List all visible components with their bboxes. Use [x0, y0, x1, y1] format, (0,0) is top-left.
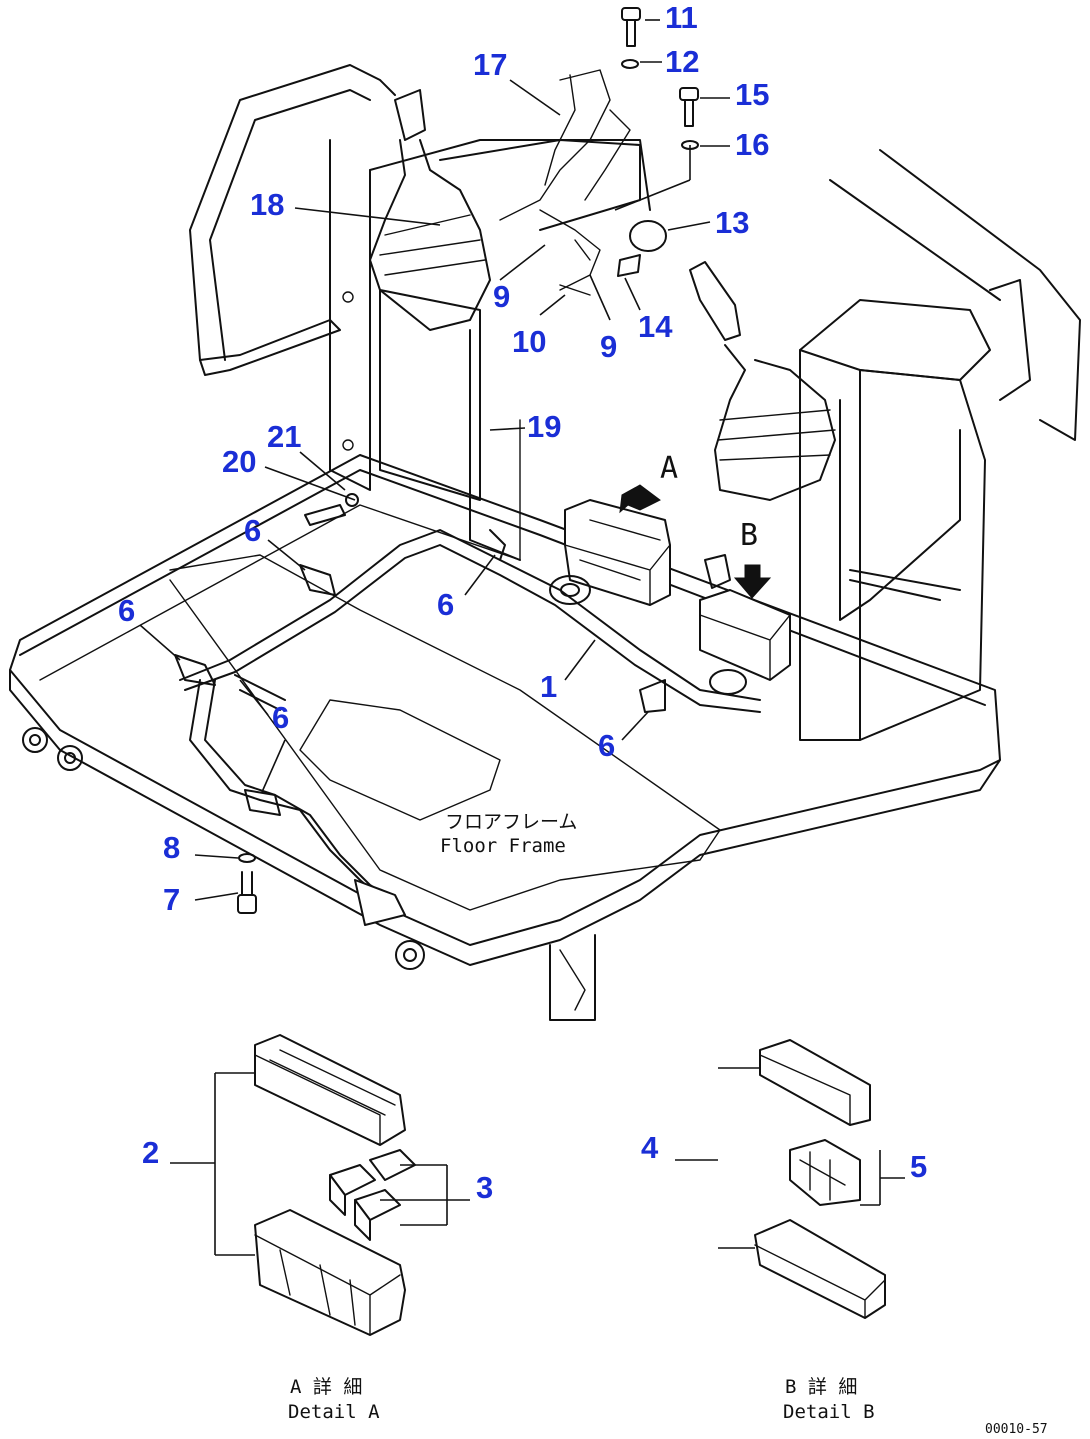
callout-12: 12	[665, 44, 699, 79]
callout-21: 21	[267, 419, 301, 454]
detail-b-parts	[675, 1039, 905, 1319]
callout-6b: 6	[437, 587, 454, 622]
callout-8: 8	[163, 830, 180, 865]
view-letter-a: A	[660, 451, 678, 486]
main-harness	[179, 529, 761, 926]
detail-a-parts	[170, 1034, 470, 1336]
left-joystick	[369, 89, 641, 331]
fuse-box-a	[564, 499, 671, 606]
callout-6e: 6	[598, 728, 615, 763]
callout-numbers: 11 12 15 16 13 17 18 9 10 9 14 19 21 20 …	[118, 0, 927, 1205]
callout-7: 7	[163, 882, 180, 917]
callout-2: 2	[142, 1135, 159, 1170]
callout-10: 10	[512, 324, 546, 359]
right-joystick	[689, 261, 836, 501]
detail-a-en: Detail A	[288, 1401, 380, 1423]
clamps	[174, 529, 666, 816]
captions: フロアフレーム Floor Frame A 詳 細 Detail A B 詳 細…	[288, 811, 1048, 1437]
detail-b-en: Detail B	[783, 1401, 875, 1423]
callout-18: 18	[250, 187, 284, 222]
callout-5: 5	[910, 1149, 927, 1184]
floor-frame-jp: フロアフレーム	[445, 811, 577, 833]
callout-4: 4	[641, 1130, 659, 1165]
leader-lines	[139, 19, 730, 901]
callout-17: 17	[473, 47, 507, 82]
upper-harness	[499, 69, 667, 296]
view-letter-b: B	[740, 518, 758, 553]
floor-frame-en: Floor Frame	[440, 835, 566, 857]
view-letters: A B	[660, 451, 758, 553]
connector-b	[699, 554, 791, 681]
fasteners	[237, 7, 699, 914]
callout-15: 15	[735, 77, 769, 112]
callout-14: 14	[638, 309, 673, 344]
callout-9a: 9	[493, 279, 510, 314]
right-console	[799, 149, 1081, 741]
view-arrows	[619, 484, 772, 599]
drawing-code: 00010-57	[985, 1422, 1048, 1437]
callout-19: 19	[527, 409, 561, 444]
callout-20: 20	[222, 444, 256, 479]
callout-3: 3	[476, 1170, 493, 1205]
detail-b-jp: B 詳 細	[785, 1376, 857, 1398]
callout-11: 11	[665, 0, 698, 35]
callout-16: 16	[735, 127, 769, 162]
floor-frame	[9, 454, 1001, 1021]
callout-9b: 9	[600, 329, 617, 364]
callout-6c: 6	[118, 593, 135, 628]
callout-6d: 6	[272, 700, 289, 735]
callout-13: 13	[715, 205, 749, 240]
callout-1: 1	[540, 669, 557, 704]
detail-a-jp: A 詳 細	[290, 1376, 362, 1398]
callout-6a: 6	[244, 513, 261, 548]
